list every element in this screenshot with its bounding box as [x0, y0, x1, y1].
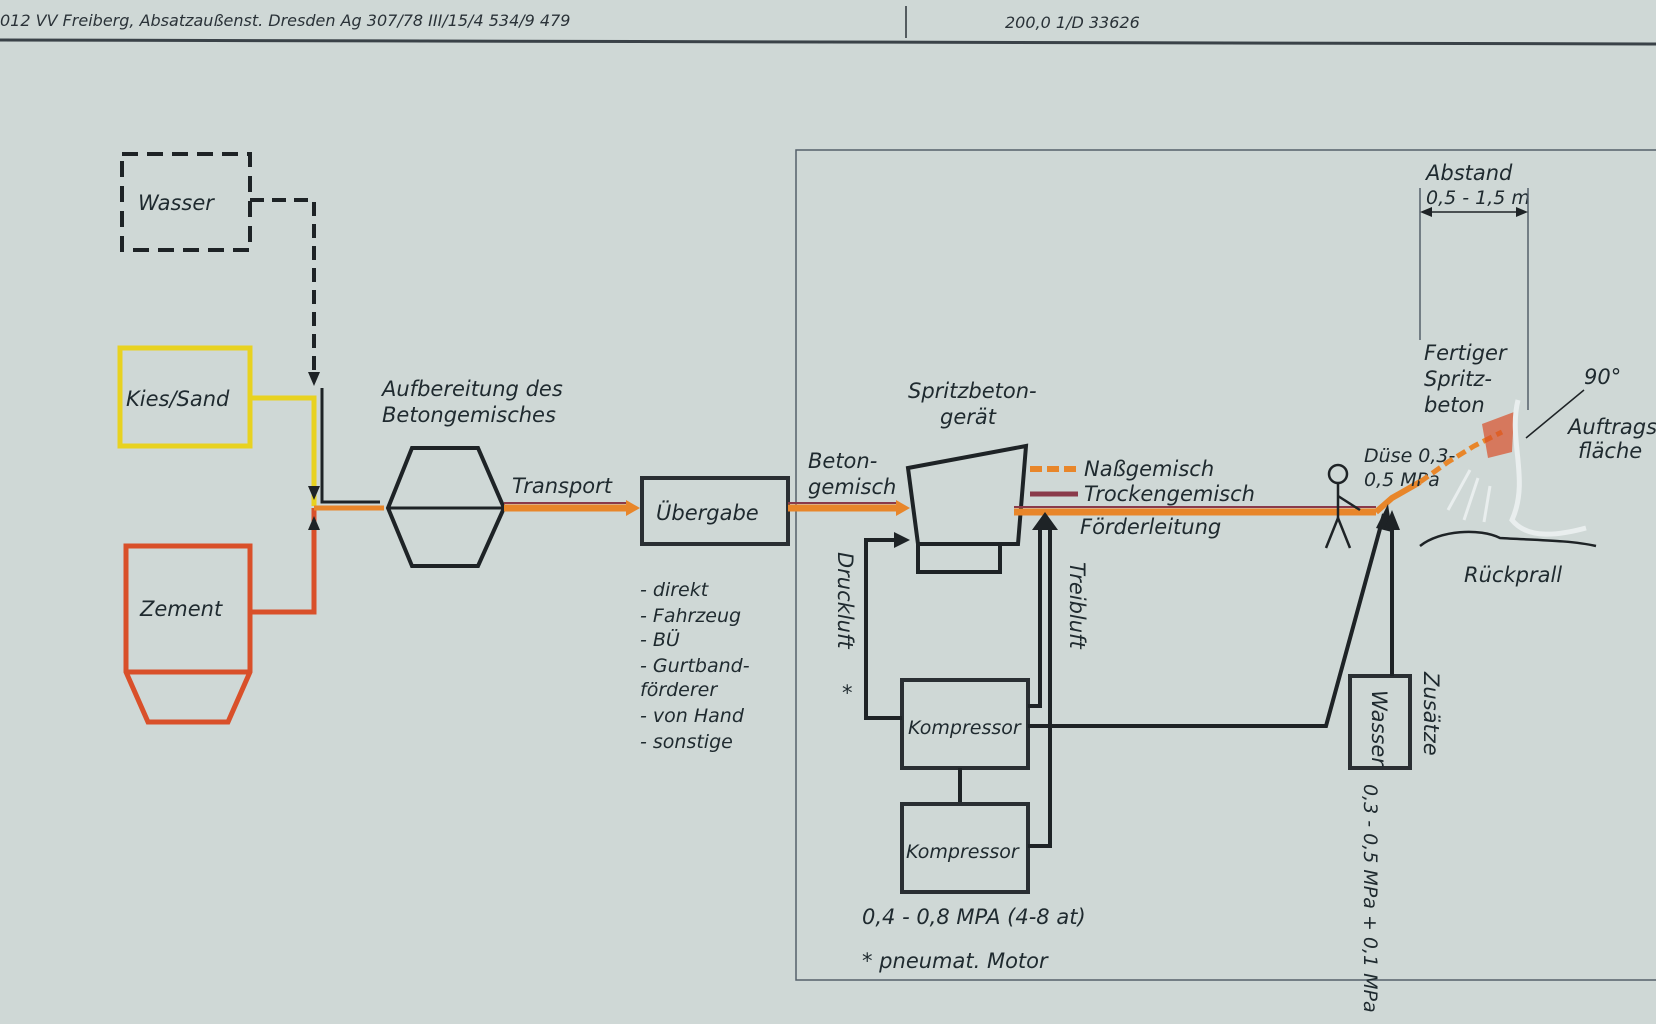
auftrag-label-2: fläche	[1578, 439, 1642, 463]
uebergabe: Übergabe - direkt - Fahrzeug - BÜ - Gurt…	[640, 476, 790, 753]
source-kies-sand: Kies/Sand	[117, 345, 317, 506]
druckluft-label: Druckluft	[833, 552, 857, 649]
nozzle-tip	[1374, 479, 1422, 515]
fertiger-label-2: Spritz-	[1424, 367, 1492, 391]
mixer-title-2: Betongemisches	[382, 403, 556, 427]
zusaetze: Wasser Zusätze 0,3 - 0,5 MPa + 0,1 MPa	[1348, 510, 1443, 1013]
nozzle-air-line	[1028, 513, 1386, 728]
geraet-base	[916, 542, 1002, 574]
legend-foerder: Förderleitung	[1080, 515, 1221, 539]
geraet-title-1: Spritzbeton-	[908, 379, 1037, 403]
header-left: 012 VV Freiberg, Absatzaußenst. Dresden …	[0, 11, 570, 30]
angle-label: 90°	[1584, 365, 1621, 389]
nozzle-label-1: Düse 0,3-	[1364, 445, 1456, 467]
abstand-label-1: Abstand	[1424, 161, 1513, 185]
operator-head	[1327, 463, 1349, 485]
zusaetze-wasser-box	[1348, 674, 1412, 770]
collector-arrow-1	[308, 372, 320, 386]
fertiger-label-3: beton	[1424, 393, 1485, 417]
uebergabe-option-5: förderer	[640, 679, 718, 701]
abstand-dimension: Abstand 0,5 - 1,5 m	[1419, 161, 1530, 410]
collector-line	[320, 388, 380, 504]
druckluft-asterisk: *	[842, 681, 853, 705]
treibluft-line-upper	[1028, 526, 1042, 708]
uebergabe-option-3: - BÜ	[640, 628, 680, 651]
legend-trocken: Trockengemisch	[1084, 482, 1255, 506]
process-frame	[795, 149, 1656, 981]
geraet-hopper	[905, 443, 1029, 546]
abstand-arrow-left	[1420, 207, 1432, 217]
geraet-title-2: gerät	[940, 405, 997, 429]
legend-nass: Naßgemisch	[1084, 457, 1214, 481]
source-wasser: Wasser	[120, 152, 316, 380]
mixer-title-1: Aufbereitung des	[380, 377, 563, 401]
zement-feed-line	[250, 508, 317, 615]
legend: Naßgemisch Trockengemisch Förderleitung	[1030, 457, 1255, 539]
nozzle-label-2: 0,5 MPa	[1364, 469, 1440, 491]
fertiger-label-1: Fertiger	[1424, 341, 1508, 365]
abstand-arrow-right	[1516, 207, 1528, 217]
collector	[308, 372, 384, 530]
abstand-label-2: 0,5 - 1,5 m	[1426, 187, 1530, 209]
treibluft-arrow	[1032, 512, 1058, 530]
operator-leg-right	[1336, 517, 1352, 549]
treibluft-line-lower	[1028, 526, 1052, 848]
rueckprall-label: Rückprall	[1464, 563, 1562, 587]
operator-leg-left	[1324, 517, 1340, 549]
zusaetze-arrow	[1384, 510, 1400, 530]
header-rule	[0, 38, 1656, 46]
spritzbeton-geraet: Spritzbeton- gerät	[905, 379, 1037, 574]
treibluft: Treibluft	[1028, 512, 1089, 848]
compressor-lower-label: Kompressor	[906, 841, 1020, 863]
collector-arrow-2	[308, 486, 320, 500]
source-zement: Zement	[123, 508, 317, 725]
wasser-feed-line	[250, 198, 316, 380]
druckluft-line	[864, 538, 902, 720]
transport-line: Transport	[504, 474, 640, 516]
zusaetze-wasser-label: Wasser	[1367, 690, 1391, 767]
treibluft-label: Treibluft	[1065, 562, 1089, 649]
feed-arrow	[896, 500, 910, 516]
spray-applied	[1482, 412, 1514, 458]
zement-label: Zement	[139, 597, 223, 621]
uebergabe-option-2: - Fahrzeug	[640, 605, 741, 627]
ground-line	[1419, 530, 1597, 548]
druckluft-arrow	[894, 532, 910, 548]
kies-sand-label: Kies/Sand	[126, 387, 230, 411]
uebergabe-option-7: - sonstige	[640, 731, 733, 753]
auftrag-label-1: Auftrags	[1566, 415, 1656, 439]
uebergabe-label: Übergabe	[656, 500, 759, 525]
uebergabe-option-1: - direkt	[640, 579, 710, 601]
operator-arm	[1337, 494, 1361, 512]
header: 012 VV Freiberg, Absatzaußenst. Dresden …	[0, 6, 1656, 46]
kies-sand-feed-line	[250, 395, 317, 506]
transport-label: Transport	[512, 474, 613, 498]
angle-leader	[1525, 389, 1585, 439]
uebergabe-option-6: - von Hand	[640, 705, 745, 727]
collector-arrow-3	[308, 516, 320, 530]
header-right: 200,0 1/D 33626	[1005, 13, 1140, 32]
zusaetze-pressure: 0,3 - 0,5 MPa + 0,1 MPa	[1359, 784, 1381, 1013]
spray-area: Rückprall	[1418, 399, 1597, 587]
compressors: Kompressor Kompressor 0,4 - 0,8 MPA (4-8…	[862, 678, 1086, 973]
wasser-label: Wasser	[138, 191, 215, 215]
zusaetze-label: Zusätze	[1419, 671, 1443, 756]
feed-line: Beton- gemisch	[788, 449, 910, 516]
beton-gemisch-2: gemisch	[808, 475, 896, 499]
applied-surface	[1509, 399, 1587, 537]
mixer: Aufbereitung des Betongemisches	[380, 377, 563, 568]
transport-arrow	[626, 500, 640, 516]
beton-gemisch-1: Beton-	[808, 449, 877, 473]
zement-silo	[123, 543, 253, 725]
rebound-spray	[1446, 469, 1492, 523]
uebergabe-option-4: - Gurtband-	[640, 655, 750, 677]
foerderleitung	[1014, 479, 1422, 516]
compressor-upper-label: Kompressor	[908, 717, 1022, 739]
druckluft: Druckluft *	[833, 532, 910, 720]
operator-figure	[1324, 463, 1361, 549]
compressor-pressure: 0,4 - 0,8 MPA (4-8 at)	[862, 905, 1086, 929]
compressor-footnote: * pneumat. Motor	[862, 949, 1049, 973]
